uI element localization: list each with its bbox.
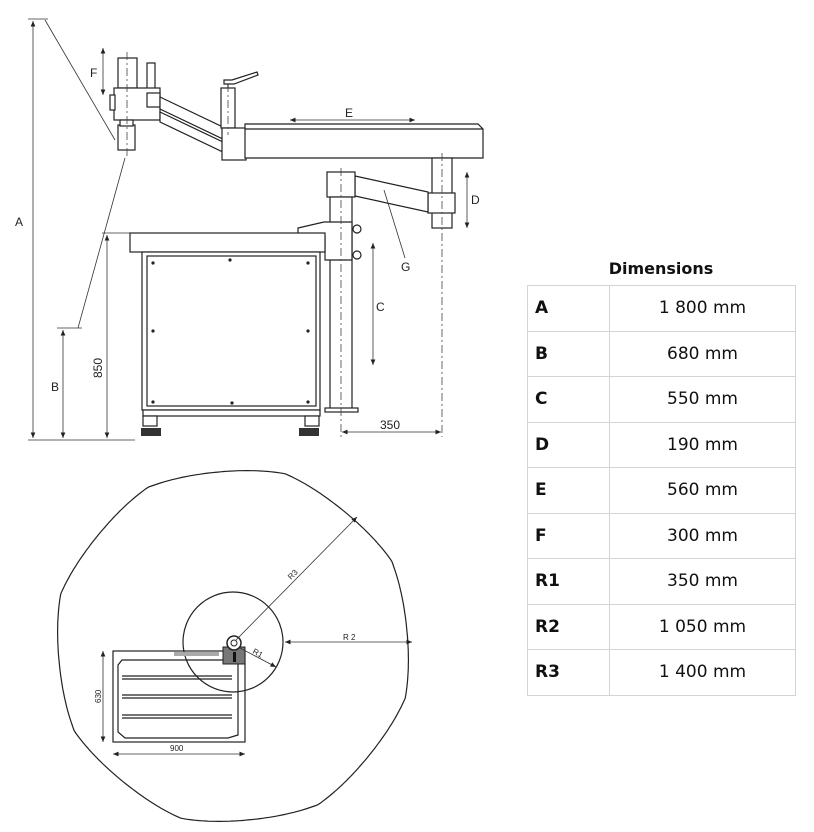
dimensions-title: Dimensions [608,259,714,278]
dimension-630: 630 [94,689,103,703]
label-r1: R1 [251,647,265,660]
label-e: E [345,106,353,120]
label-d: D [471,193,480,207]
dimension-value: 1 400 mm [609,649,796,696]
label-f: F [90,66,97,80]
label-g: G [401,260,410,274]
dimension-key: E [527,467,610,514]
label-c: C [376,300,385,314]
horizontal-beam [244,123,484,159]
dimension-value: 190 mm [609,421,796,468]
dimension-value: 680 mm [609,330,796,377]
top-view: 630 900 R3 R 2 R1 [57,470,412,822]
dimension-value: 1 050 mm [609,603,796,650]
workbench [129,232,326,436]
side-view: A B 850 F [15,18,484,441]
upper-arm [159,71,259,161]
label-r3: R3 [286,567,300,581]
dimension-key: A [527,285,610,332]
tapping-head [109,52,161,158]
label-b: B [51,380,59,394]
inner-reach-circle [182,591,284,693]
label-r2: R 2 [343,633,356,642]
label-a: A [15,215,23,229]
dimension-value: 350 mm [609,558,796,605]
dimension-value: 1 800 mm [609,285,796,332]
dimension-value: 560 mm [609,467,796,514]
dimension-850: 850 [91,358,105,378]
dimension-900: 900 [170,744,184,753]
dimension-value: 550 mm [609,376,796,423]
bench-top-view [112,650,246,743]
dimension-value: 300 mm [609,512,796,559]
dimension-key: F [527,512,610,559]
working-area-outline [57,470,409,822]
column-base-top-view [222,635,246,665]
dimension-key: C [527,376,610,423]
dimension-key: R3 [527,649,610,696]
dimension-key: R1 [527,558,610,605]
dimension-key: B [527,330,610,377]
dimension-350: 350 [380,418,400,432]
dimension-key: D [527,421,610,468]
dimension-key: R2 [527,603,610,650]
